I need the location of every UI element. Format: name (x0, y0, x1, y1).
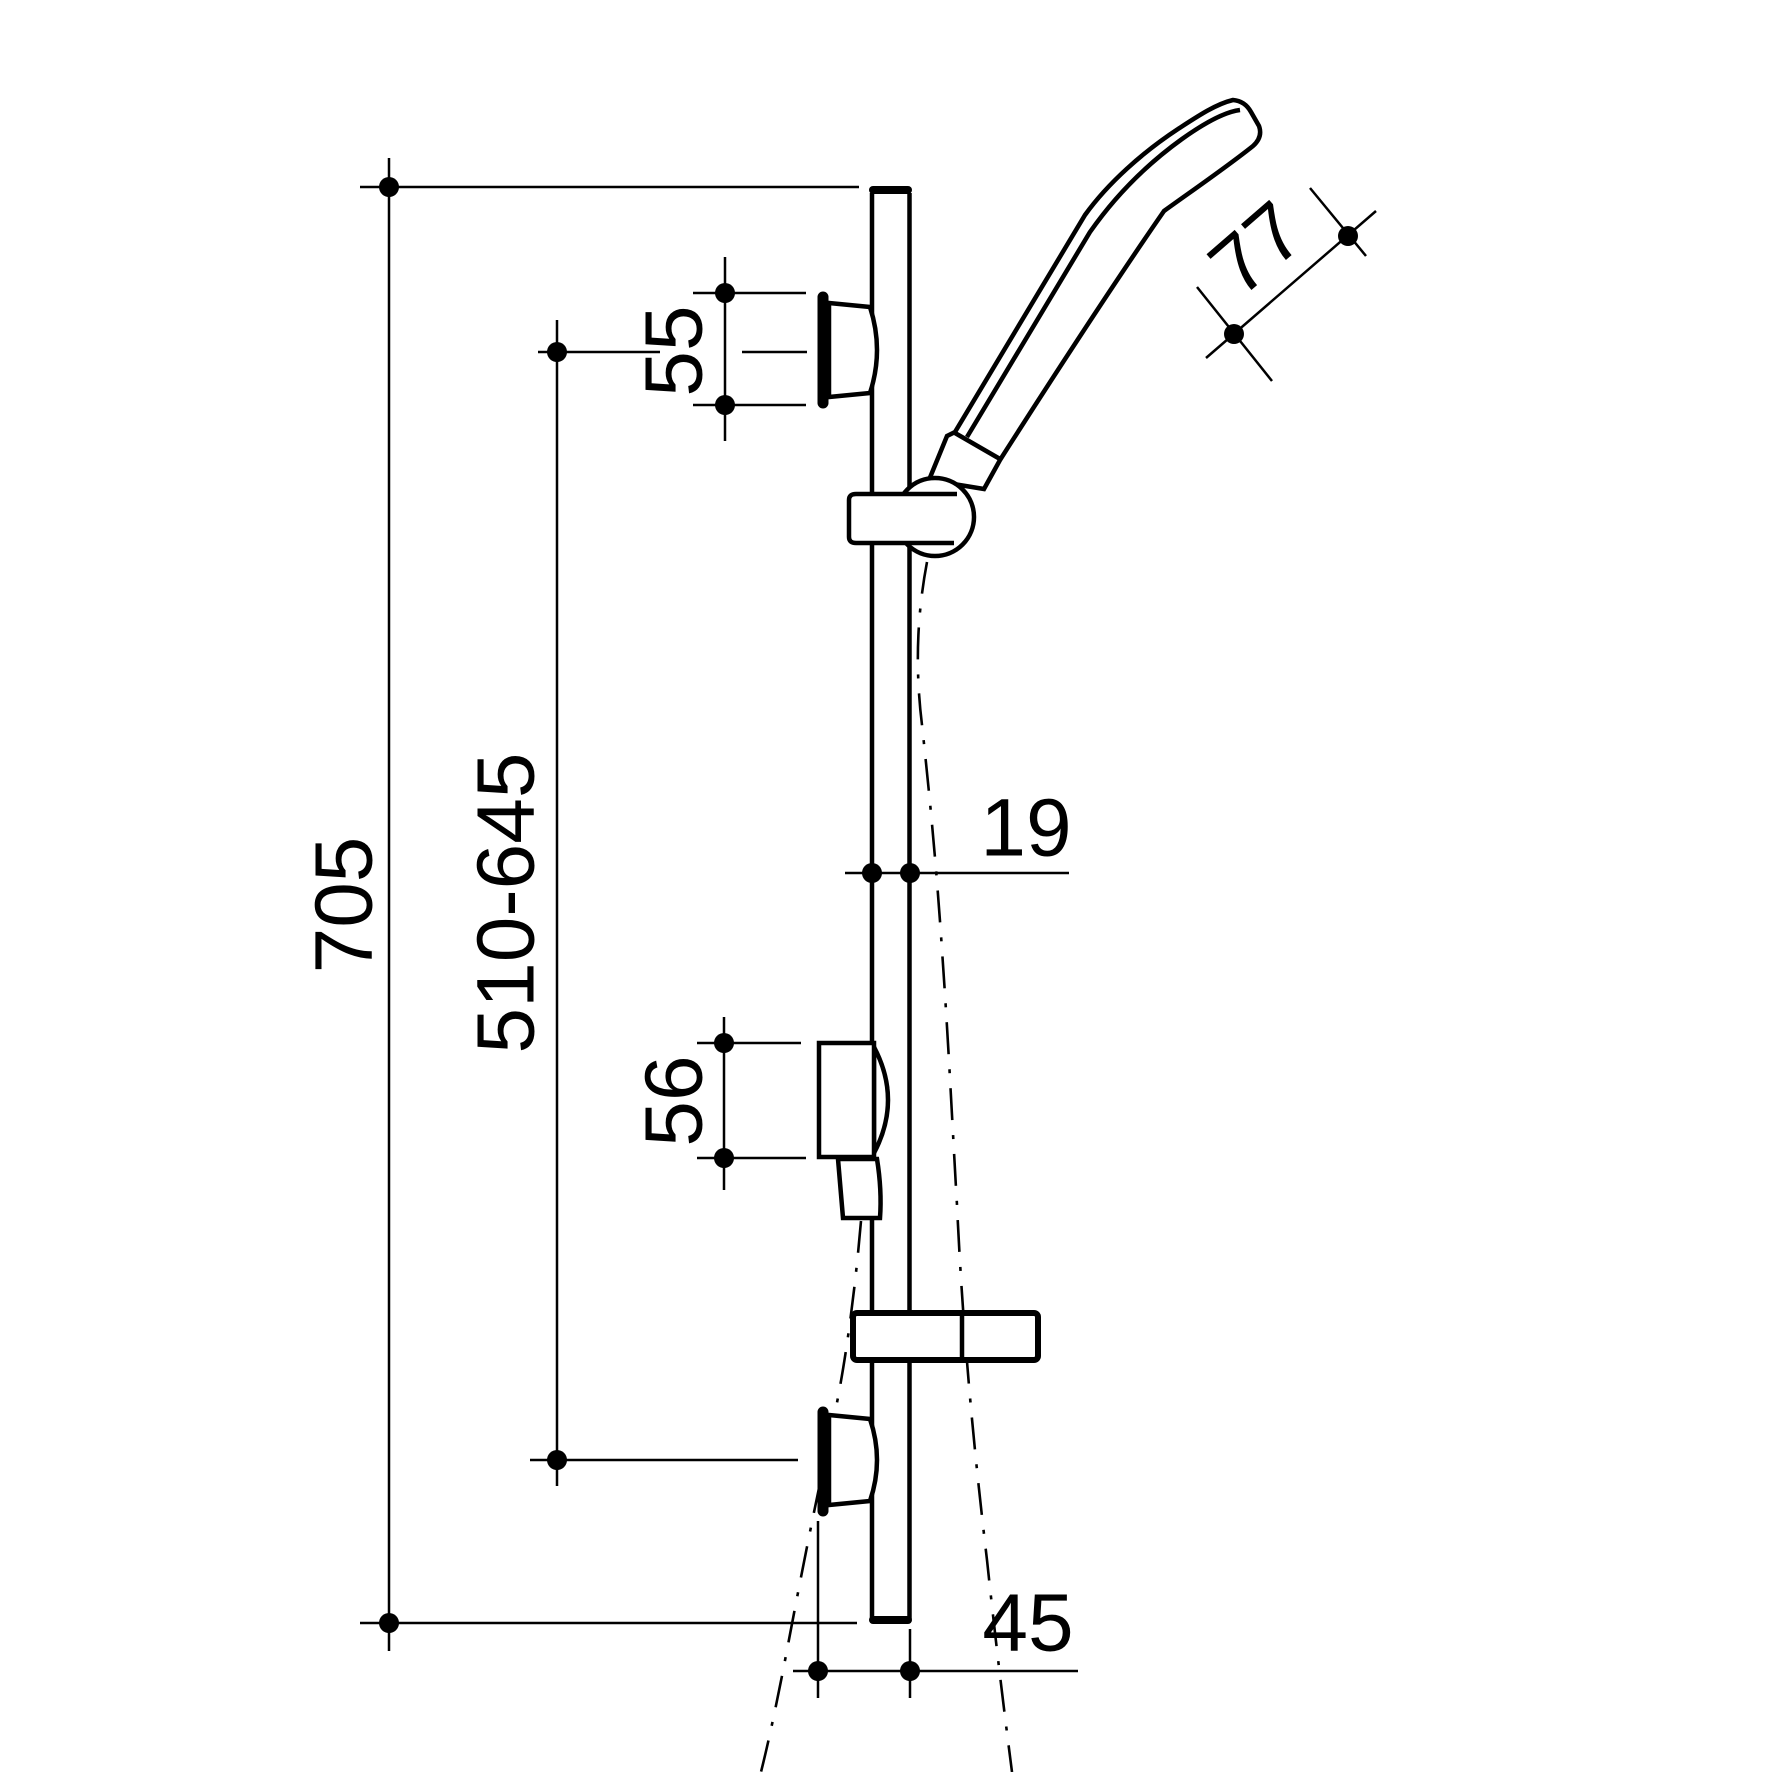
dim-705-dot-top (379, 177, 399, 197)
hose-dashed-left (759, 1220, 863, 1772)
slider-bracket-body (816, 1040, 877, 1160)
dim-510-645-dot-bottom (547, 1450, 567, 1470)
slider-bracket-cone (835, 1156, 883, 1221)
dim-56 (697, 1017, 806, 1190)
holder-clamp (846, 491, 957, 546)
hand-shower (846, 97, 1263, 559)
hand-shower-outline (925, 97, 1263, 492)
dim-55-label: 55 (629, 305, 720, 396)
dim-705 (360, 158, 859, 1651)
dim-55-dot-bottom (715, 395, 735, 415)
wall-bracket-bottom (817, 1406, 880, 1517)
dim-510-645-label: 510-645 (461, 753, 552, 1054)
hand-shower-inner-contour (965, 107, 1241, 439)
dimension-labels: 705 510-645 55 56 19 77 45 (299, 185, 1321, 1669)
dim-510-645 (530, 320, 807, 1486)
dim-705-label: 705 (299, 837, 390, 974)
soap-dish-body (850, 1310, 1041, 1363)
dim-45-label: 45 (982, 1578, 1073, 1669)
dim-19-label: 19 (980, 783, 1071, 874)
dim-77-dot-upper (1338, 226, 1358, 246)
slider-bracket (816, 1040, 891, 1221)
dim-56-dot-bottom (714, 1148, 734, 1168)
hand-shower-grip-step (953, 431, 1002, 461)
dim-56-dot-top (714, 1033, 734, 1053)
dimension-lines (360, 158, 1377, 1698)
dim-45-dot-right (900, 1661, 920, 1681)
hose-dashed-right (916, 561, 1014, 1772)
shower-hose (759, 561, 1014, 1772)
shower-rail (869, 186, 912, 1624)
dim-55 (693, 257, 806, 441)
dim-77-ext-upper (1309, 187, 1367, 257)
wall-bracket-top (817, 291, 880, 409)
soap-dish (850, 1310, 1041, 1363)
wall-bracket-top-cup (826, 300, 880, 400)
dim-55-dot-top (715, 283, 735, 303)
dim-56-label: 56 (629, 1055, 720, 1146)
dim-45 (793, 1521, 1078, 1698)
dim-510-645-dot-top (547, 342, 567, 362)
dim-77-label: 77 (1193, 185, 1322, 314)
dim-77 (1196, 187, 1377, 382)
dim-45-dot-left (808, 1661, 828, 1681)
dim-705-dot-bottom (379, 1613, 399, 1633)
dim-77-dot-lower (1224, 324, 1244, 344)
wall-bracket-bottom-cup (826, 1412, 880, 1508)
